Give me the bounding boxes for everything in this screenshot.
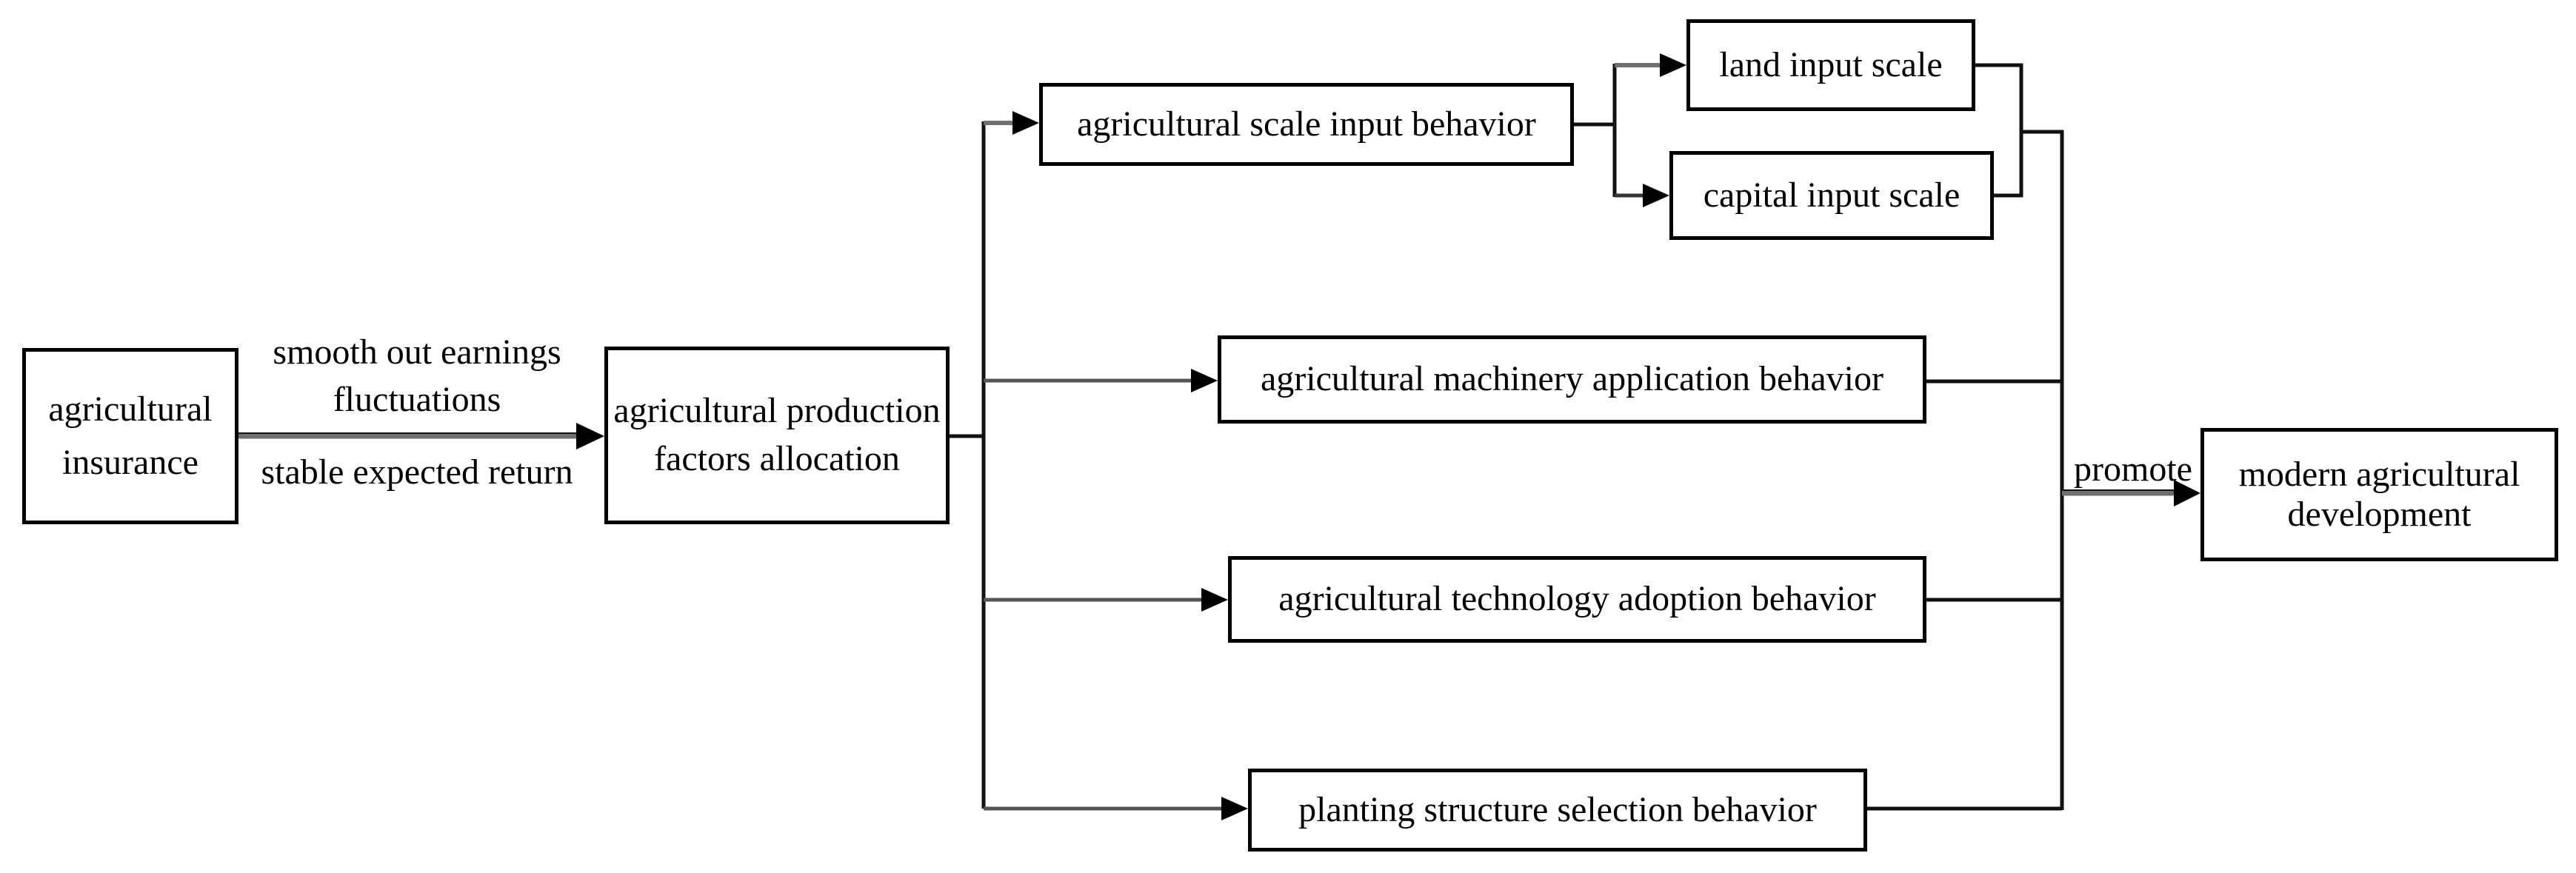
edge-promote-arrowhead (2174, 480, 2200, 506)
node-machinery-application-behavior-label: agricultural machinery application behav… (1261, 359, 1883, 399)
edge-branch-scale-arrowhead (1012, 111, 1039, 135)
node-planting-structure-selection: planting structure selection behavior (1248, 769, 1867, 852)
node-land-input-scale-label: land input scale (1719, 44, 1943, 84)
edge-bracket-land-arrowhead (1660, 53, 1686, 77)
node-agricultural-insurance: agricultural insurance (22, 348, 238, 524)
node-agricultural-insurance-label: agricultural insurance (48, 389, 213, 482)
node-modern-agricultural-development: modern agricultural development (2200, 428, 2558, 561)
node-machinery-application-behavior: agricultural machinery application behav… (1218, 335, 1926, 424)
node-land-input-scale: land input scale (1686, 19, 1975, 111)
edge-bracket-capital-arrowhead (1643, 184, 1669, 207)
node-production-factors-allocation-label: agricultural production factors allocati… (613, 391, 941, 478)
node-production-factors-allocation: agricultural production factors allocati… (604, 347, 950, 524)
label-promote: promote (2074, 449, 2192, 489)
edge-insurance-allocation-arrowhead (576, 423, 604, 449)
edge-branch-planting-arrowhead (1221, 797, 1248, 820)
node-planting-structure-selection-label: planting structure selection behavior (1298, 789, 1817, 829)
node-modern-agricultural-development-label: modern agricultural development (2238, 455, 2520, 534)
label-stable-expected-return: stable expected return (261, 452, 573, 492)
edge-branch-technology-arrowhead (1201, 588, 1228, 612)
node-capital-input-scale-label: capital input scale (1703, 175, 1961, 215)
node-technology-adoption-behavior-label: agricultural technology adoption behavio… (1278, 579, 1876, 619)
node-scale-input-behavior-label: agricultural scale input behavior (1077, 104, 1536, 144)
node-scale-input-behavior: agricultural scale input behavior (1039, 83, 1574, 166)
label-smooth-out-earnings: smooth out earnings fluctuations (273, 332, 561, 420)
edge-branch-machinery-arrowhead (1191, 369, 1218, 392)
node-technology-adoption-behavior: agricultural technology adoption behavio… (1228, 556, 1926, 643)
node-capital-input-scale: capital input scale (1669, 151, 1994, 240)
